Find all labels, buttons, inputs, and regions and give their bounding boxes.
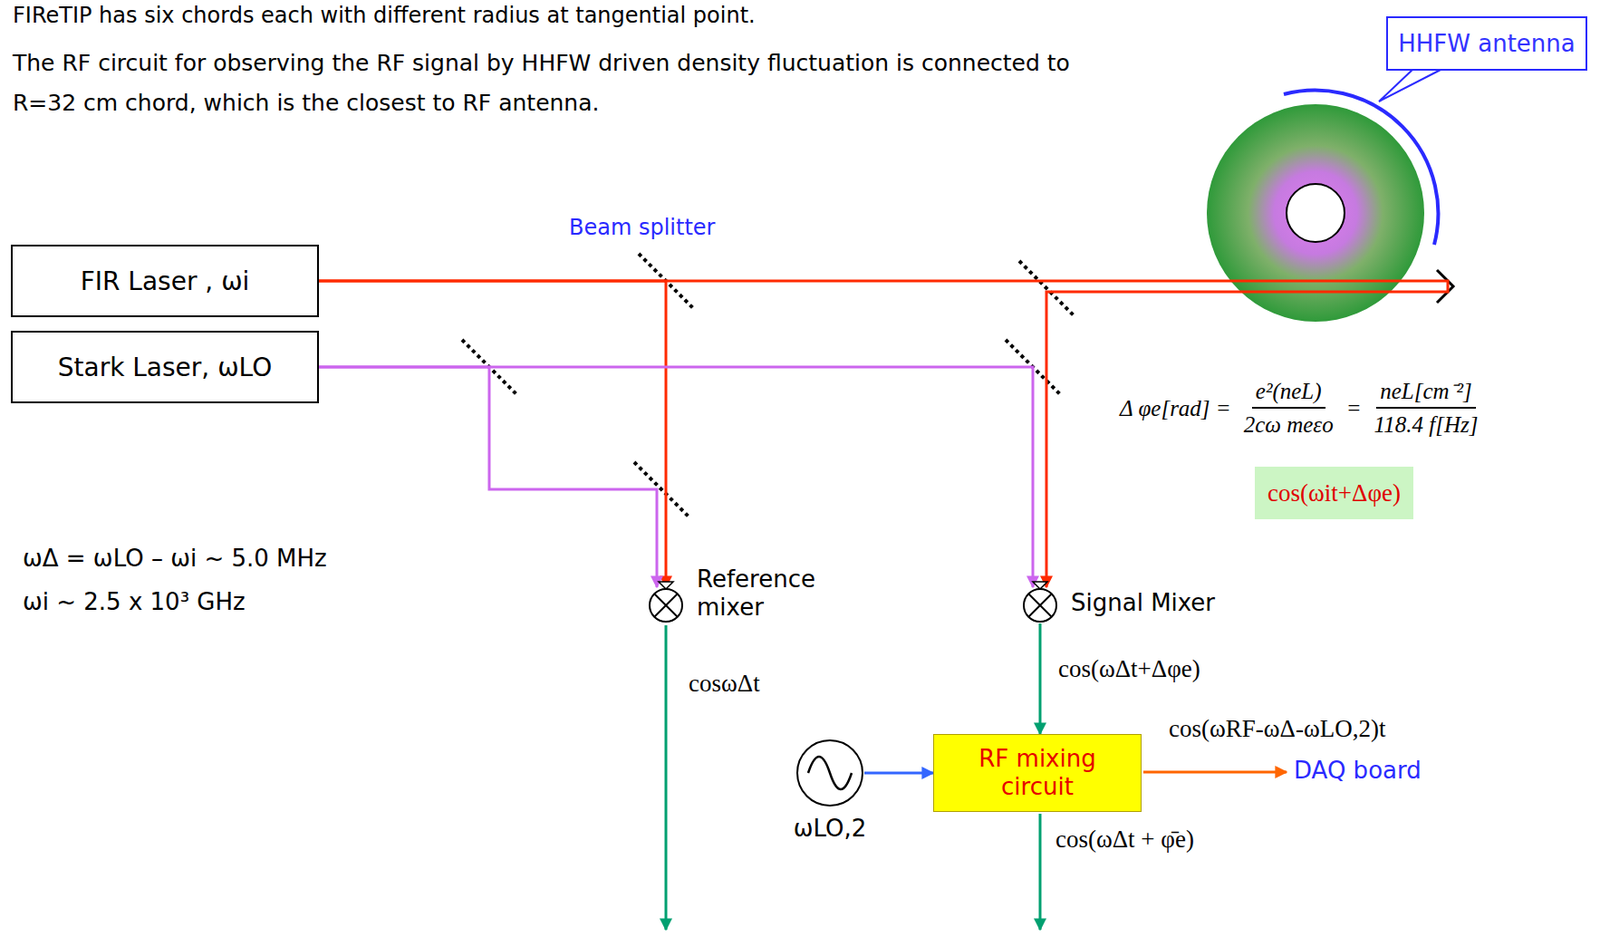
beam-connector [1039, 623, 1042, 734]
annotation-text: ωi ~ 2.5 x 10³ GHz [22, 587, 246, 617]
annotation-text: cos(ωRF-ωΔ-ωLO,2)t [1168, 713, 1386, 745]
oscillator-label: ωLO,2 [793, 814, 868, 842]
oscillator-symbol [795, 738, 865, 808]
antenna-callout: HHFW antenna [1386, 16, 1588, 71]
node-text: HHFW antenna [1397, 29, 1576, 58]
formula-fraction: e²(neL)2cω meεo [1240, 376, 1338, 440]
phase-formula: Δ φe[rad] = e²(neL)2cω meεo = neL[cm⁻²]118.… [1119, 376, 1482, 440]
beam-splitters [462, 253, 1074, 517]
plasma-torus [1206, 104, 1425, 322]
annotation-text: The RF circuit for observing the RF sign… [12, 43, 1119, 124]
formula-numerator: neL[cm⁻²] [1376, 376, 1476, 409]
beam-connector [318, 366, 1033, 588]
laser-box: Stark Laser, ωLO [10, 330, 319, 404]
mixer-node: Reference mixer [647, 587, 685, 624]
annotation-text: Beam splitter [568, 213, 715, 241]
annotation-text: ωΔ = ωLO – ωi ~ 5.0 MHz [22, 543, 328, 574]
node-text: RF mixing circuit [946, 744, 1128, 801]
annotation-text: FIReTIP has six chords each with differe… [12, 1, 756, 29]
reference-output [665, 625, 668, 930]
formula-fraction: neL[cm⁻²]118.4 f[Hz] [1370, 376, 1483, 440]
beam-connector [864, 771, 934, 775]
callout-tail [1378, 68, 1443, 102]
beam-connector [318, 280, 666, 588]
beam-connector [318, 280, 1448, 588]
formula-text: = [1346, 394, 1362, 423]
node-text: cos(ωit+Δφe) [1267, 479, 1401, 508]
formula-denominator: 118.4 f[Hz] [1370, 408, 1483, 439]
beam-dump-chevron [1436, 269, 1454, 303]
mixer-symbol [1021, 587, 1059, 624]
node-text: FIR Laser , ωi [80, 266, 251, 297]
signal-band: cos(ωit+Δφe) [1254, 466, 1414, 520]
formula-denominator: 2cω meεo [1240, 408, 1338, 439]
daq-output [1143, 771, 1287, 774]
process-box: RF mixing circuit [933, 733, 1142, 812]
mixer-node: Signal Mixer [1021, 587, 1059, 624]
oscillator-node: ωLO,2 [795, 738, 865, 808]
beam-connector [318, 366, 657, 588]
node-text: Stark Laser, ωLO [57, 352, 273, 383]
laser-box: FIR Laser , ωi [10, 244, 319, 318]
antenna-arc [1283, 90, 1438, 245]
annotation-text: DAQ board [1293, 755, 1422, 786]
mixer-label: Signal Mixer [1070, 588, 1215, 617]
mixer-symbol [647, 587, 685, 624]
formula-text: Δ φe[rad] = [1119, 394, 1232, 423]
annotation-text: cos(ωΔt + φ̄e) [1055, 824, 1195, 856]
mixer-label: Reference mixer [696, 565, 842, 622]
phase-output [1039, 813, 1042, 930]
formula-numerator: e²(neL) [1252, 376, 1326, 409]
edge-label: cos(ωΔt+Δφe) [1055, 654, 1204, 685]
annotation-text: cosωΔt [688, 668, 761, 700]
